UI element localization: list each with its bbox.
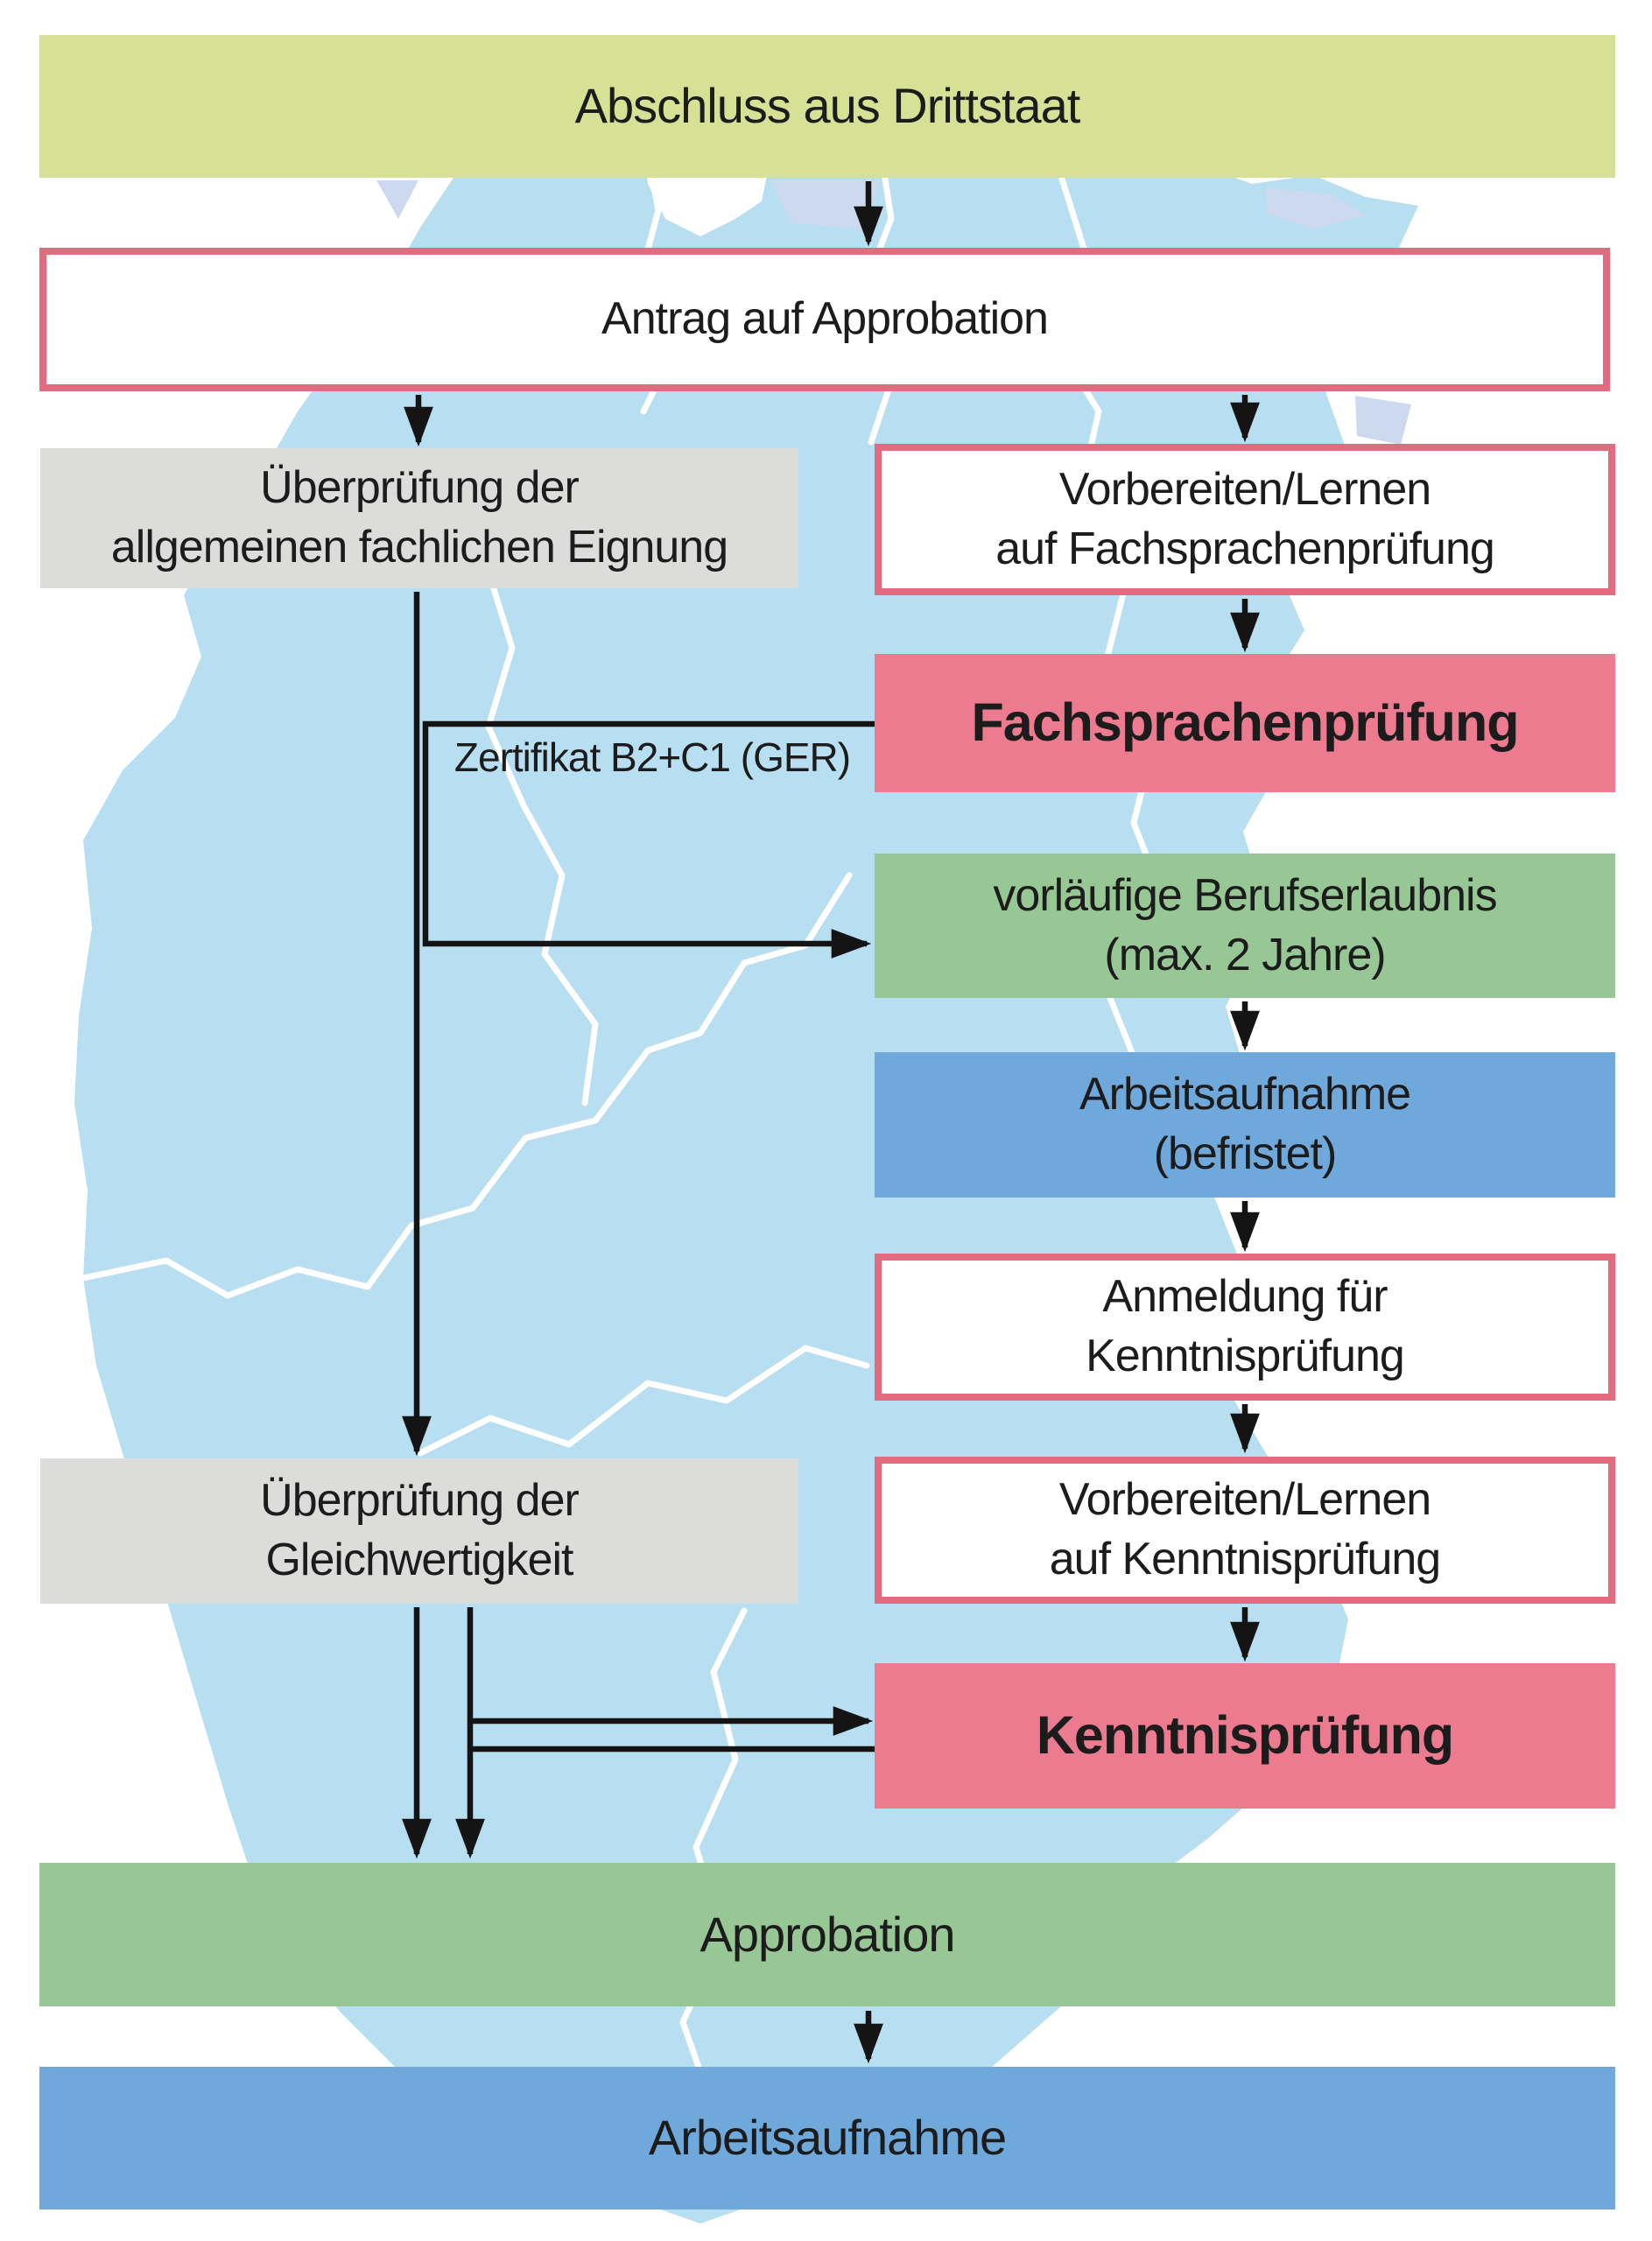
node-label: Antrag auf Approbation [601,293,1049,345]
node-label-line2: Kenntnisprüfung [1086,1331,1405,1381]
node-anmeldung-kenntnispruefung: Anmeldung für Kenntnisprüfung [875,1254,1615,1401]
island-patch [770,180,880,229]
island-patch [1266,187,1366,229]
node-arbeitsaufnahme-befristet: Arbeitsaufnahme (befristet) [875,1052,1615,1198]
node-label-line1: Anmeldung für [1102,1271,1388,1323]
node-label-line1: Vorbereiten/Lernen [1058,1474,1431,1526]
node-label-line1: Vorbereiten/Lernen [1058,463,1431,515]
node-label: Kenntnisprüfung [1036,1705,1454,1766]
node-kenntnispruefung: Kenntnisprüfung [875,1663,1615,1809]
node-label: Fachsprachenprüfung [971,692,1520,753]
node-label-line1: Arbeitsaufnahme [1079,1069,1411,1120]
island-patch [1355,396,1411,445]
island-patch [376,180,418,219]
node-vorbereiten-fachsprachenpruefung: Vorbereiten/Lernen auf Fachsprachenprüfu… [875,444,1615,595]
node-label-line2: allgemeinen fachlichen Eignung [110,522,728,573]
node-antrag-auf-approbation: Antrag auf Approbation [39,248,1610,391]
node-label-line2: (max. 2 Jahre) [1104,929,1386,980]
node-ueberpruefung-fachliche-eignung: Überprüfung der allgemeinen fachlichen E… [40,448,798,588]
edge-label-zertifikat: Zertifikat B2+C1 (GER) [453,734,851,780]
node-label-line1: Überprüfung der [260,462,580,514]
node-label-line1: vorläufige Berufserlaubnis [993,869,1497,921]
node-ueberpruefung-gleichwertigkeit: Überprüfung der Gleichwertigkeit [40,1458,798,1604]
node-label-line2: auf Kenntnisprüfung [1049,1534,1441,1584]
node-label: Approbation [699,1906,955,1962]
node-fachsprachenpruefung: Fachsprachenprüfung [875,654,1615,792]
node-label: Arbeitsaufnahme [648,2110,1007,2166]
node-label-line1: Überprüfung der [260,1475,580,1527]
node-label: Abschluss aus Drittstaat [574,78,1081,134]
node-label-line2: auf Fachsprachenprüfung [995,523,1495,574]
node-vorlaeufige-berufserlaubnis: vorläufige Berufserlaubnis (max. 2 Jahre… [875,854,1615,998]
node-label-line2: (befristet) [1153,1128,1338,1179]
node-vorbereiten-kenntnispruefung: Vorbereiten/Lernen auf Kenntnisprüfung [875,1457,1615,1604]
node-arbeitsaufnahme: Arbeitsaufnahme [39,2067,1615,2209]
node-approbation: Approbation [39,1863,1615,2006]
node-abschluss-aus-drittstaat: Abschluss aus Drittstaat [39,35,1615,178]
node-label-line2: Gleichwertigkeit [265,1535,573,1585]
